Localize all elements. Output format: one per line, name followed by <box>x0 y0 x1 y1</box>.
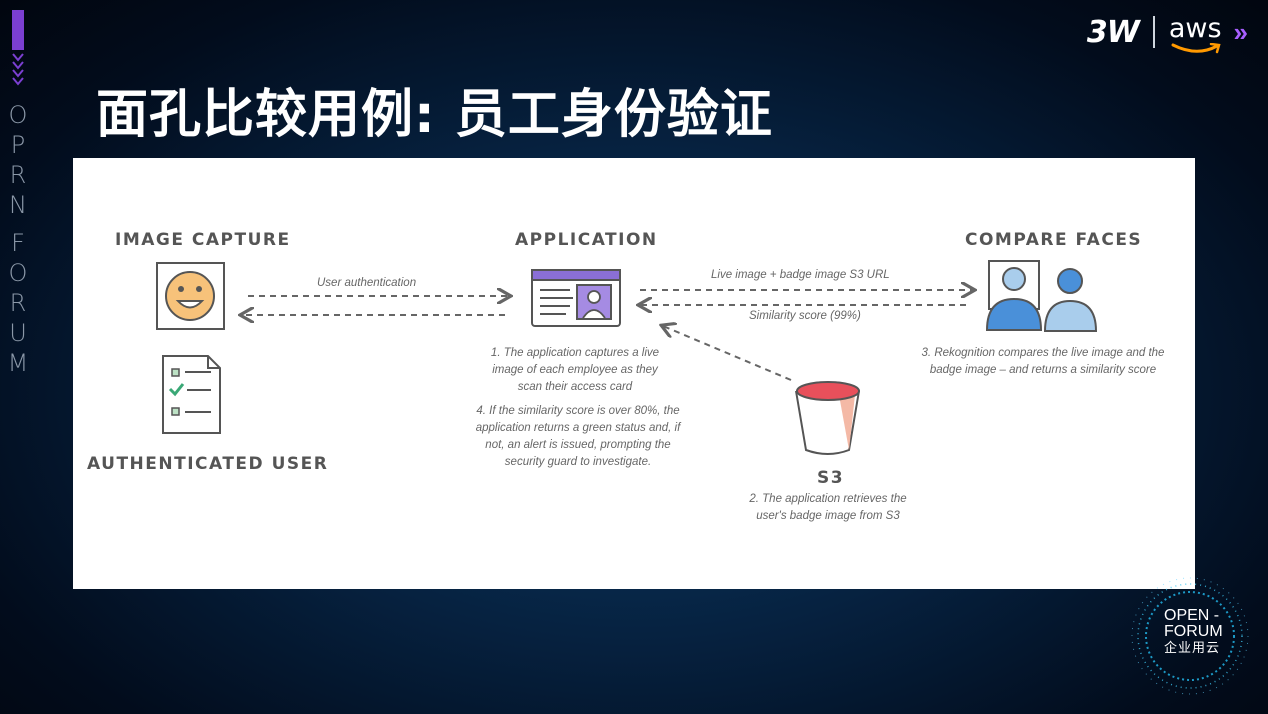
arrow-label-live-image: Live image + badge image S3 URL <box>711 269 890 281</box>
label-application: APPLICATION <box>515 230 658 250</box>
chevron-right-icon: » <box>1233 16 1248 47</box>
logo-aws: aws <box>1168 12 1222 53</box>
note-line: application returns a green status and, … <box>475 422 681 434</box>
note-step-1: 1. The application captures a live image… <box>475 345 675 396</box>
side-letter: O <box>8 101 28 129</box>
bookmark-chevron-icon <box>12 10 24 86</box>
side-letter: U <box>9 319 27 347</box>
arrow-live-image <box>640 290 973 305</box>
arrow-label-user-auth: User authentication <box>317 277 417 289</box>
note-line: 4. If the similarity score is over 80%, … <box>476 405 680 417</box>
brand-divider <box>1152 16 1155 48</box>
note-line: 1. The application captures a live <box>490 347 660 359</box>
side-letter: F <box>11 229 25 257</box>
logo-3w: 3W <box>1086 14 1140 50</box>
label-compare-faces: COMPARE FACES <box>965 230 1143 250</box>
application-badge-icon <box>531 269 621 327</box>
side-letter: M <box>7 349 29 377</box>
label-image-capture: IMAGE CAPTURE <box>115 230 291 250</box>
side-letter: R <box>9 289 27 317</box>
side-letter: O <box>8 259 28 287</box>
note-line: image of each employee as they <box>492 364 658 376</box>
note-step-4: 4. If the similarity score is over 80%, … <box>458 403 698 471</box>
side-vertical-text: O P R N F O R U M <box>3 100 33 378</box>
label-authenticated-user: AUTHENTICATED USER <box>87 454 329 474</box>
arrow-label-similarity: Similarity score (99%) <box>749 310 861 322</box>
aws-smile-icon <box>1171 42 1221 53</box>
note-line: 2. The application retrieves the <box>749 493 907 505</box>
note-step-2: 2. The application retrieves the user's … <box>728 491 928 525</box>
note-step-3: 3. Rekognition compares the live image a… <box>903 345 1183 379</box>
s3-bucket-icon <box>795 381 860 455</box>
note-line: not, an alert is issued, prompting the <box>485 439 671 451</box>
logo-line-cn: 企业用云 <box>1164 640 1221 655</box>
logo-aws-text: aws <box>1168 12 1222 44</box>
logo-line-open: OPEN - <box>1164 607 1220 624</box>
side-letter: R <box>9 161 27 189</box>
side-letter: N <box>9 191 27 219</box>
compare-faces-icon <box>985 260 1098 332</box>
open-forum-logo-text: OPEN - FORUM 企业用云 <box>1164 608 1223 656</box>
slide-title: 面孔比较用例: 员工身份验证 <box>96 85 773 145</box>
diagram-panel: IMAGE CAPTURE APPLICATION COMPARE FACES … <box>73 158 1195 589</box>
open-forum-logo-burst-icon <box>1131 577 1249 695</box>
logo-line-forum: FORUM <box>1164 623 1223 640</box>
label-s3: S3 <box>817 468 845 488</box>
side-letter: P <box>10 131 26 159</box>
diagram-graphics <box>156 260 1098 455</box>
note-line: scan their access card <box>517 381 633 393</box>
brand-logos: 3W aws » <box>1086 12 1248 53</box>
arrow-s3-retrieve <box>663 326 792 381</box>
note-line: 3. Rekognition compares the live image a… <box>921 347 1165 359</box>
checklist-icon <box>162 355 221 434</box>
arrow-user-authentication <box>242 296 509 315</box>
note-line: user's badge image from S3 <box>756 510 900 522</box>
note-line: security guard to investigate. <box>504 456 652 468</box>
note-line: badge image – and returns a similarity s… <box>929 364 1157 376</box>
smiley-face-icon <box>156 262 225 330</box>
